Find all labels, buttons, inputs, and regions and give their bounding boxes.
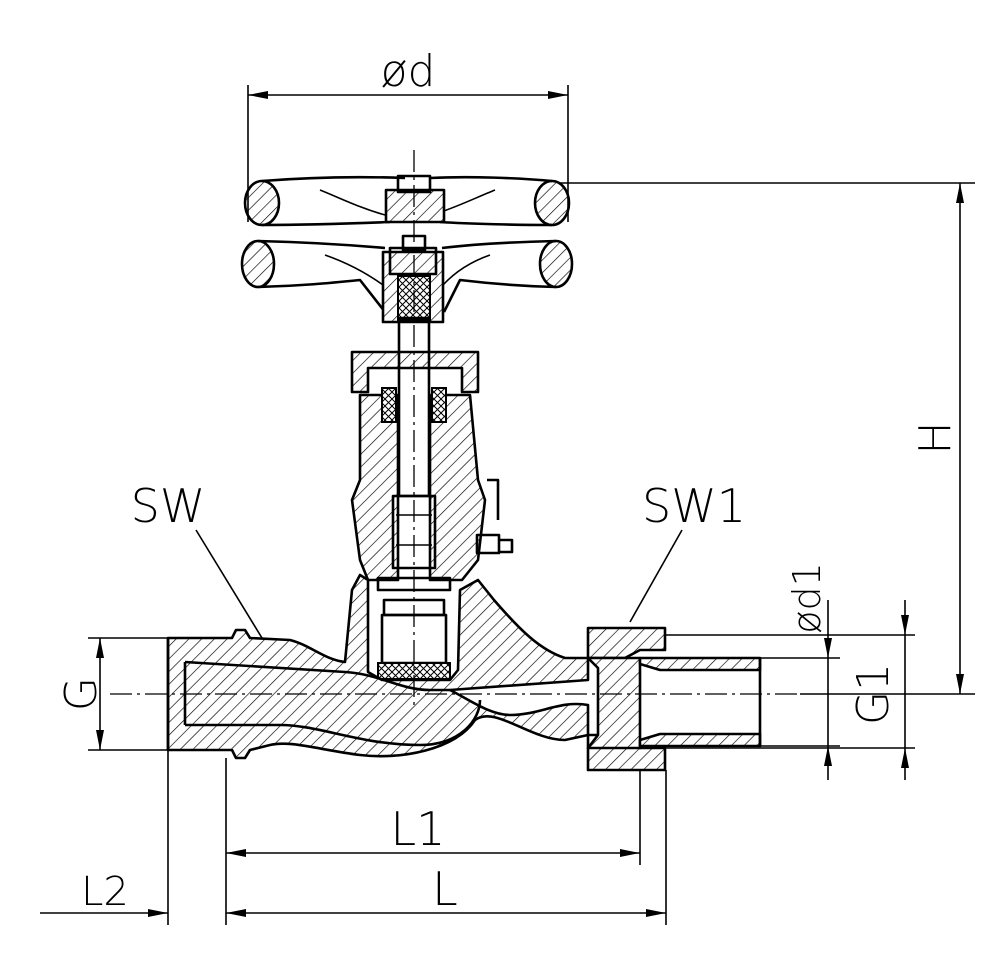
bonnet bbox=[350, 350, 514, 582]
label-od: ød bbox=[381, 46, 436, 97]
tailpiece-pipe bbox=[638, 656, 762, 748]
label-od1: ød1 bbox=[785, 562, 829, 634]
union-nut bbox=[586, 626, 667, 772]
center-lines bbox=[110, 150, 800, 710]
label-G1: G1 bbox=[848, 663, 899, 725]
dimension-lines bbox=[40, 85, 975, 925]
handwheel bbox=[240, 234, 574, 324]
label-SW1: SW1 bbox=[642, 479, 746, 533]
handwheel-open-position bbox=[243, 174, 571, 227]
label-H: H bbox=[910, 421, 961, 454]
packing-left bbox=[381, 387, 397, 423]
valve-body bbox=[166, 573, 590, 760]
packing-right bbox=[431, 387, 447, 423]
label-L: L bbox=[432, 862, 458, 916]
label-G: G bbox=[56, 677, 107, 711]
label-L2: L2 bbox=[81, 869, 129, 915]
label-SW: SW bbox=[131, 479, 206, 533]
label-L1: L1 bbox=[391, 802, 446, 856]
